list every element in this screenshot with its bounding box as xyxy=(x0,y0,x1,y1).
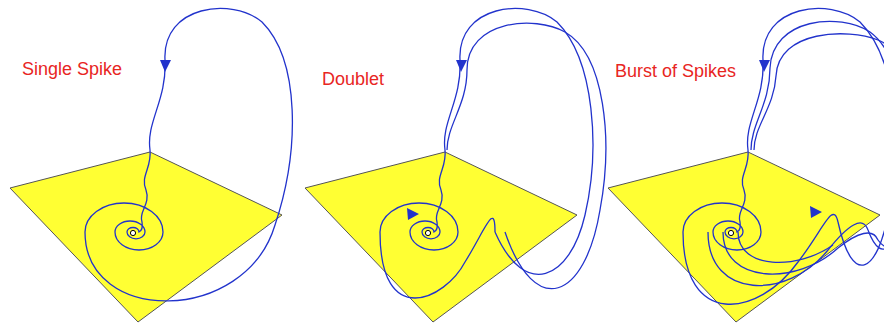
spike-pattern-label: Single Spike xyxy=(20,60,124,80)
single-spike-trajectory xyxy=(10,8,292,322)
doublet-trajectory xyxy=(305,8,606,322)
spike-pattern-label: Burst of Spikes xyxy=(613,62,738,82)
spike-pattern-label: Doublet xyxy=(320,70,386,90)
burst-trajectory xyxy=(608,8,884,322)
